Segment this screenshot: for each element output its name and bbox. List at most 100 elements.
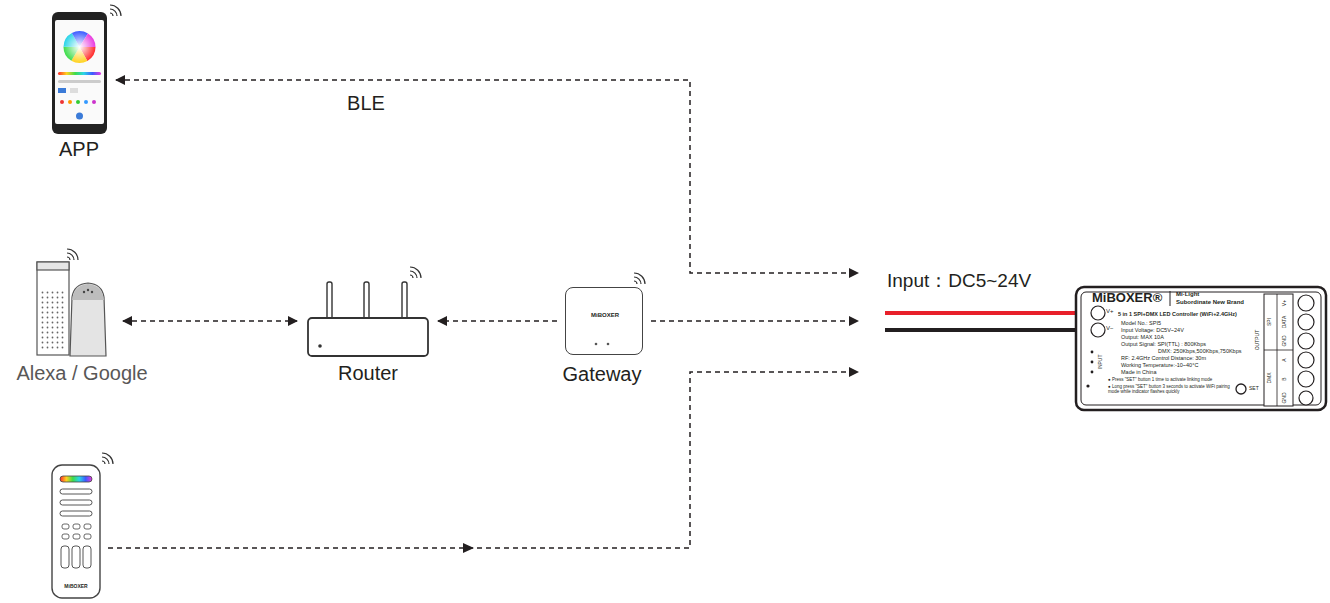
- negative-wire: [885, 328, 1091, 332]
- indicator-led: [1086, 384, 1089, 387]
- pin-label: V+: [1106, 308, 1114, 315]
- echo-speaker: [37, 262, 69, 355]
- remote-button: [62, 524, 69, 529]
- indicator-dot: [83, 291, 85, 293]
- dashed-connector: [123, 320, 297, 322]
- gateway-box: MiBOXERGateway: [565, 287, 643, 355]
- smart-speaker-icon: [37, 249, 106, 356]
- input-terminal: [1091, 306, 1105, 320]
- dashed-connector: [108, 372, 858, 548]
- dashed-connector: [116, 80, 858, 273]
- brand-note: Subordinate New Brand: [1176, 299, 1244, 306]
- pin-label: V−: [1106, 325, 1114, 332]
- pin-label: V+: [1282, 300, 1288, 306]
- router-body: [308, 318, 428, 356]
- pin-label: A: [1282, 358, 1288, 361]
- router-led: [318, 344, 322, 348]
- rainbow-bar: [60, 476, 92, 482]
- strip-divider: [1264, 350, 1293, 351]
- wireless-symbol: [410, 267, 421, 278]
- housing-outline: [1076, 287, 1326, 410]
- antenna: [327, 282, 332, 320]
- spec-line: Output Signal: SPI(TTL) : 800Kbps: [1121, 341, 1206, 347]
- brand-logo: MiBOXER: [64, 584, 87, 590]
- input-terminal: [1091, 323, 1105, 337]
- remote-button: [60, 511, 92, 516]
- output-terminal: [1298, 371, 1314, 387]
- zone-button: [83, 546, 91, 568]
- positive-wire: [885, 311, 1091, 315]
- brand-note: Mi·Light: [1176, 291, 1199, 298]
- output-terminal: [1298, 314, 1314, 330]
- brand-logo: MiBOXER®: [1092, 291, 1162, 305]
- gateway-icon: [595, 273, 645, 345]
- spec-line: Output: MAX 10A: [1121, 334, 1164, 340]
- connection-label: BLE: [344, 92, 388, 114]
- housing-inner: [1081, 292, 1321, 405]
- spec-line: Input Voltage: DC5V~24V: [1121, 327, 1184, 333]
- spec-line: DMX: 250Kbps,500Kbps,750Kbps: [1158, 348, 1241, 354]
- port-label: INPUT: [1098, 355, 1104, 370]
- node-label: Alexa / Google: [16, 362, 147, 384]
- antenna: [402, 282, 407, 320]
- screen-dot: [84, 100, 88, 104]
- remote-control: MiBOXER: [52, 465, 100, 598]
- usage-note: ● Press "SET" button 1 time to activate …: [1108, 378, 1212, 383]
- google-home-top: [72, 284, 104, 300]
- gateway-led: [607, 343, 610, 346]
- usage-note: ● Long press "SET" button 3 seconds to a…: [1108, 385, 1230, 395]
- input-symbol: [1091, 361, 1094, 364]
- screen-dot: [92, 100, 96, 104]
- controller-housing: [1076, 287, 1326, 410]
- output-terminal: [1298, 352, 1314, 368]
- wireless-symbol: [634, 273, 645, 284]
- zone-button: [61, 546, 69, 568]
- remote-icon: [52, 453, 474, 598]
- screen-dot: [68, 100, 72, 104]
- screen-dot: [76, 100, 80, 104]
- output-terminal: [1298, 295, 1314, 311]
- pin-label: DATA: [1282, 316, 1288, 329]
- spec-line: Made in China: [1121, 369, 1156, 375]
- remote-body: [52, 465, 100, 598]
- speaker-grille: [40, 290, 66, 350]
- screen-button: [58, 88, 66, 93]
- signal-label: SPI: [1267, 318, 1273, 326]
- input-symbol: [1091, 351, 1094, 354]
- screen-slider: [58, 72, 101, 75]
- input-symbol: [1091, 371, 1094, 374]
- dashed-connector: [651, 320, 858, 322]
- google-home-speaker: [70, 283, 106, 356]
- gateway-led: [595, 343, 598, 346]
- logo-divider: [1170, 291, 1171, 306]
- dashed-connector: [438, 320, 557, 322]
- wireless-symbol: [102, 453, 113, 464]
- screen-button: [70, 88, 78, 93]
- spec-line: Working Temperature:-10~40°C: [1121, 362, 1198, 368]
- voice-assistant: Alexa / Google: [35, 248, 115, 356]
- app-phone: APP: [50, 10, 108, 134]
- remote-button: [73, 534, 80, 539]
- antenna: [364, 282, 369, 320]
- color-wheel-center: [64, 31, 96, 63]
- indicator-dot: [87, 289, 89, 291]
- remote-button: [84, 524, 91, 529]
- terminal-label-strip: [1264, 294, 1293, 406]
- node-label: Gateway: [563, 363, 642, 385]
- remote-button: [84, 534, 91, 539]
- router: Router: [305, 262, 430, 357]
- screen-slider: [58, 80, 101, 83]
- pin-label: GND: [1282, 335, 1288, 346]
- zone-button: [72, 546, 80, 568]
- remote-button: [60, 489, 92, 494]
- button-label: SET: [1249, 386, 1259, 392]
- brand-logo: MiBOXER: [591, 312, 619, 319]
- phone-body: [52, 12, 107, 134]
- spec-line: RF: 2.4GHz Control Distance: 30m: [1121, 355, 1206, 361]
- node-label: Router: [338, 362, 398, 384]
- remote-button: [73, 524, 80, 529]
- phone-icon: [52, 5, 121, 134]
- phone-screen: [55, 20, 104, 124]
- wireless-symbol: [110, 5, 121, 16]
- product-title: 5 in 1 SPI+DMX LED Controller (WiFi+2.4G…: [1118, 311, 1237, 317]
